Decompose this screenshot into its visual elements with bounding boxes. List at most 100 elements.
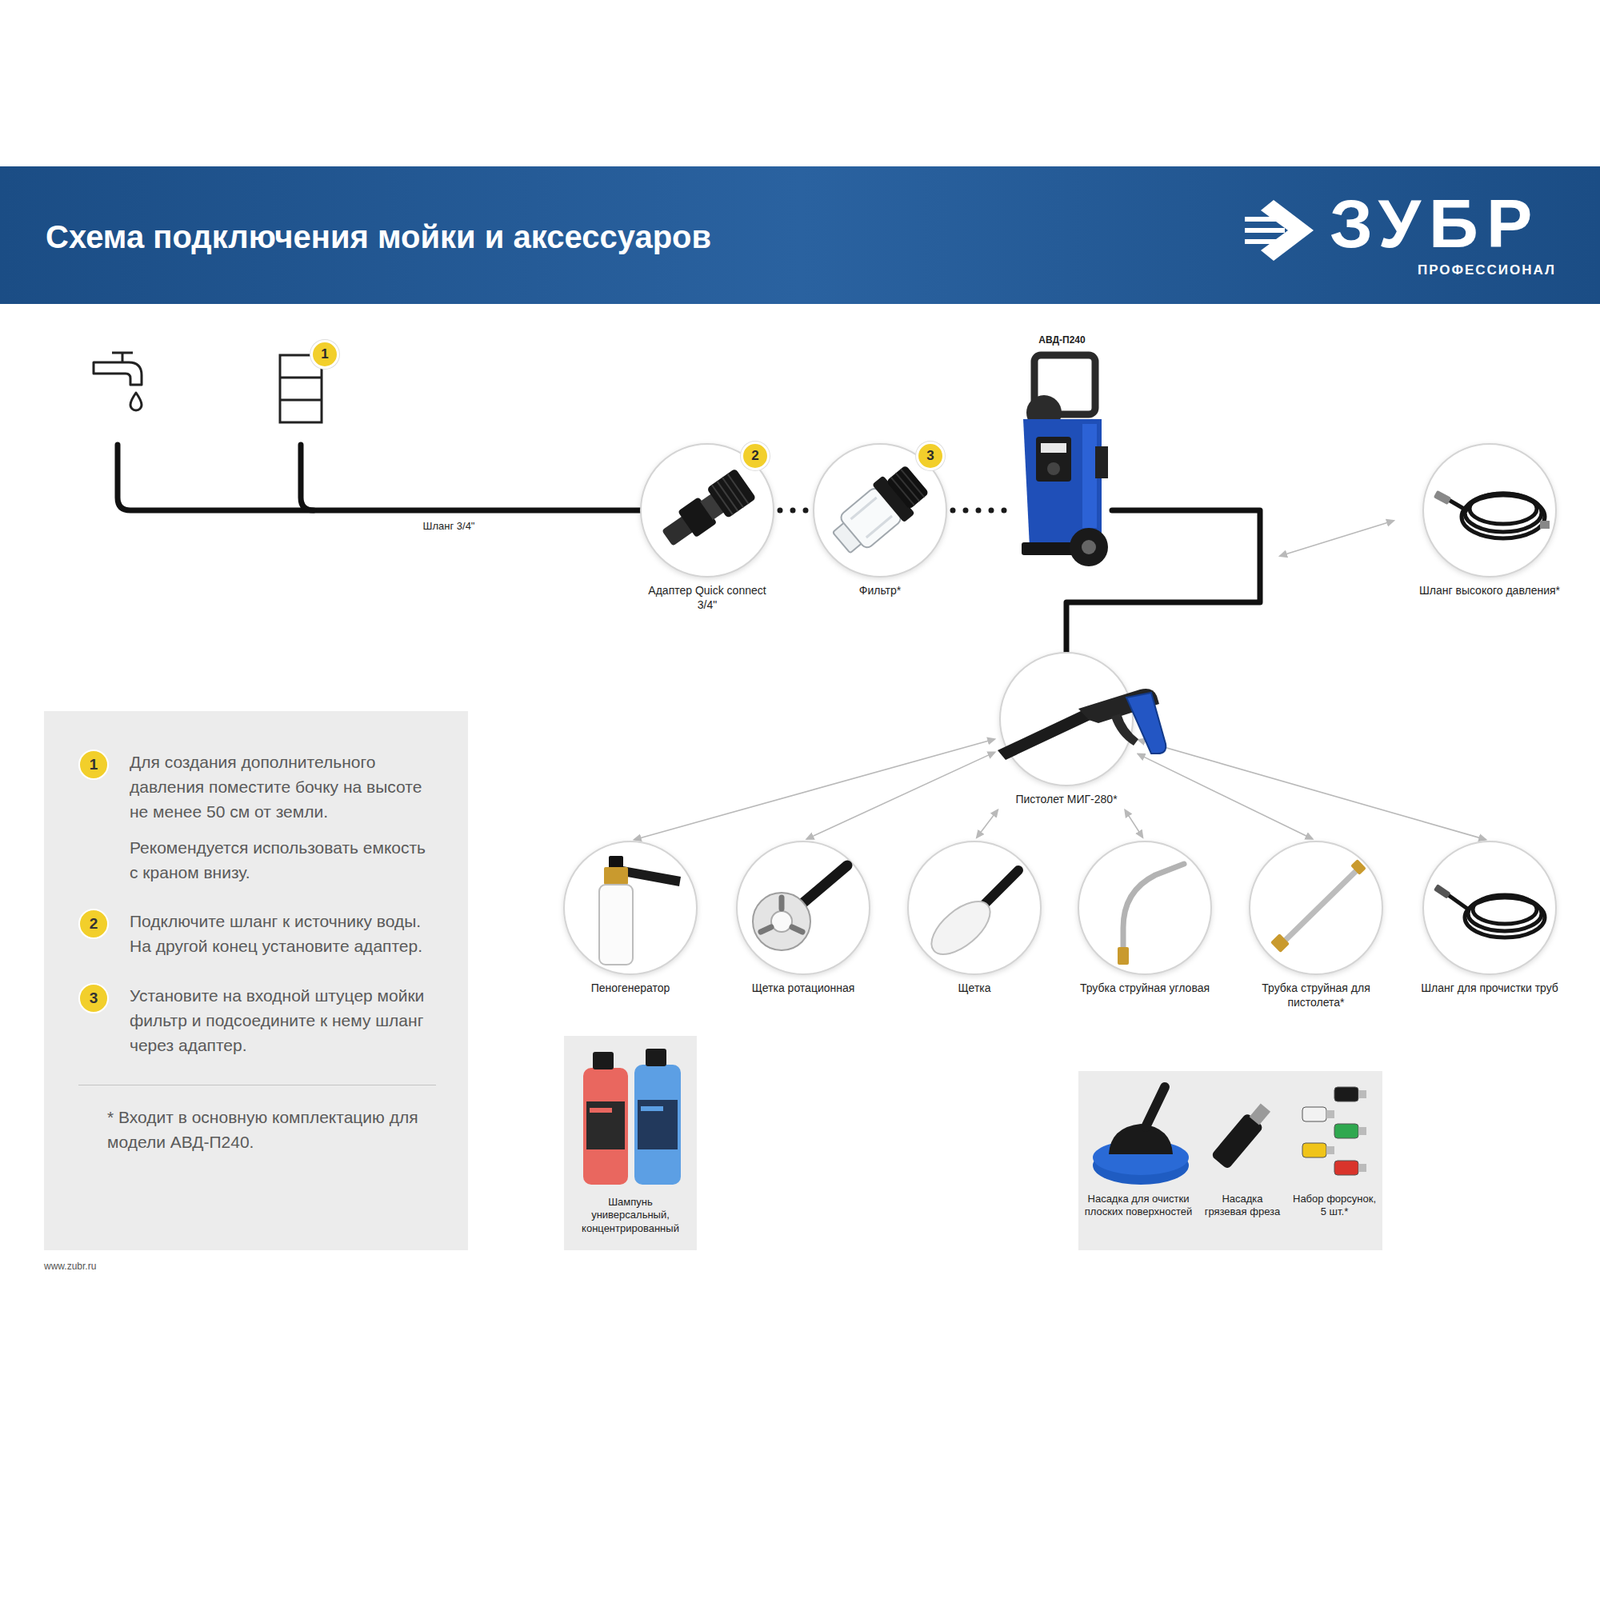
lance-illustration bbox=[1270, 933, 1290, 953]
shampoo-illustration bbox=[637, 1100, 678, 1150]
accessories-illustration bbox=[1210, 1100, 1274, 1171]
gun-circle: Пистолет МИГ-280* bbox=[998, 652, 1135, 808]
pressure-washer-illustration bbox=[1040, 443, 1067, 453]
shampoo-illustration bbox=[583, 1068, 628, 1185]
circle-outline bbox=[1078, 841, 1212, 975]
brush-illustration bbox=[922, 892, 1000, 964]
shampoo-illustration bbox=[640, 1106, 664, 1112]
accessories-illustration bbox=[1326, 1146, 1335, 1155]
pressure-washer-illustration bbox=[1036, 436, 1072, 482]
hose-illustration bbox=[1540, 520, 1550, 529]
adaptor-illustration bbox=[656, 468, 757, 554]
pressure-washer-illustration bbox=[1081, 540, 1096, 555]
circle-outline bbox=[1423, 841, 1556, 975]
accessory-arrow bbox=[1124, 810, 1143, 838]
website-url: www.zubr.ru bbox=[44, 1260, 96, 1272]
angled-lance-illustration bbox=[1078, 841, 1212, 975]
callout-number: 3 bbox=[916, 441, 945, 471]
hose-illustration bbox=[1461, 495, 1545, 539]
model-label: АВД-П240 bbox=[1012, 334, 1112, 348]
page-title: Схема подключения мойки и аксессуаров bbox=[45, 217, 712, 256]
accessories-illustration bbox=[1302, 1143, 1327, 1158]
pressure-washer-illustration bbox=[1082, 424, 1097, 528]
hose-illustration bbox=[1423, 444, 1556, 577]
faucet-icon bbox=[130, 392, 142, 411]
shampoo-illustration bbox=[592, 1052, 614, 1070]
circle-outline bbox=[1411, 840, 1568, 976]
node-label: Пистолет МИГ-280* bbox=[998, 792, 1135, 808]
filter-illustration bbox=[825, 460, 934, 562]
foam-generator-illustration bbox=[599, 884, 633, 965]
accessories-illustration bbox=[1326, 1110, 1335, 1119]
accessory-panel: Насадка для очистки плоских поверхностей… bbox=[1078, 1071, 1383, 1251]
callout-number: 1 bbox=[310, 340, 340, 369]
accessory-arrow bbox=[807, 752, 996, 840]
gun-illustration bbox=[1111, 713, 1139, 746]
callout-number: 2 bbox=[740, 441, 770, 471]
note-text: Для создания дополнительного давления по… bbox=[129, 749, 436, 824]
washer-figure: АВД-П240 bbox=[1012, 334, 1112, 571]
accessory-circle: Пеногенератор bbox=[552, 840, 709, 996]
accessories-illustration bbox=[1078, 1071, 1383, 1192]
node-label: Пеногенератор bbox=[552, 981, 709, 996]
pipe-hose-illustration bbox=[1423, 841, 1556, 975]
leader-arrow bbox=[1280, 520, 1394, 556]
callout-number: 3 bbox=[78, 983, 109, 1014]
accessories-illustration bbox=[1358, 1090, 1367, 1099]
logo-icon bbox=[1244, 239, 1280, 244]
gun-illustration bbox=[962, 670, 1171, 767]
brand-subtitle: ПРОФЕССИОНАЛ bbox=[1417, 262, 1556, 279]
angled-lance-illustration bbox=[1117, 947, 1129, 965]
header-band bbox=[0, 166, 1600, 304]
node-label: Щетка bbox=[896, 981, 1053, 996]
brand-logo: ЗУБР bbox=[1329, 188, 1540, 258]
node-label: Трубка струйная для пистолета* bbox=[1237, 981, 1395, 1010]
header-band bbox=[0, 166, 1600, 304]
circle-outline bbox=[1066, 840, 1224, 976]
pressure-washer-illustration bbox=[1047, 462, 1060, 476]
shampoo-panel: Шампунь универсальный, концентрированный bbox=[564, 1036, 697, 1251]
node-label: Фильтр* bbox=[812, 584, 948, 599]
pipe-hose-illustration bbox=[1433, 884, 1452, 900]
pressure-washer-illustration bbox=[1012, 350, 1112, 571]
accessories-illustration bbox=[1302, 1107, 1327, 1122]
water-hose bbox=[300, 444, 314, 511]
barrel-icon bbox=[280, 377, 322, 400]
accessories-illustration bbox=[1108, 1124, 1173, 1155]
circle-outline bbox=[736, 841, 870, 975]
gun-illustration bbox=[997, 710, 1091, 760]
node-label: Шампунь универсальный, концентрированный bbox=[564, 1196, 697, 1236]
accessories-illustration bbox=[1334, 1087, 1359, 1102]
accessory-circle: Щетка ротационная bbox=[724, 840, 882, 996]
dotted-connector bbox=[952, 508, 1008, 514]
rotary-brush-illustration bbox=[760, 897, 803, 932]
hose-illustration bbox=[1433, 490, 1452, 505]
rotary-brush-illustration bbox=[736, 841, 870, 975]
hose-illustration bbox=[1448, 500, 1468, 512]
adaptor-illustration bbox=[712, 473, 749, 515]
accessory-circle: Щетка bbox=[896, 840, 1053, 996]
water-hose bbox=[117, 444, 641, 511]
circle-outline bbox=[908, 841, 1041, 975]
rotary-brush-illustration bbox=[771, 911, 792, 932]
node-label: Шланг высокого давления* bbox=[1411, 584, 1568, 599]
pipe-hose-illustration bbox=[1447, 894, 1470, 911]
shampoo-illustration bbox=[634, 1064, 681, 1185]
pipe-hose-illustration bbox=[1447, 894, 1545, 938]
accessory-label: Насадка для очистки плоских поверхностей bbox=[1078, 1192, 1199, 1220]
accessory-circle: Трубка струйная угловая bbox=[1066, 840, 1224, 996]
accessories-illustration bbox=[1145, 1087, 1165, 1128]
logo-icon bbox=[1244, 228, 1285, 233]
accessory-label: Набор форсунок, 5 шт.* bbox=[1286, 1192, 1383, 1220]
circle-outline bbox=[564, 841, 697, 975]
shampoo-illustration bbox=[645, 1048, 667, 1067]
circle-outline bbox=[1423, 444, 1556, 577]
pressure-washer-illustration bbox=[1095, 446, 1108, 479]
foam-generator-illustration bbox=[608, 856, 624, 869]
filter-illustration bbox=[851, 497, 892, 538]
pipe-hose-illustration bbox=[1464, 897, 1545, 938]
dotted-connector bbox=[780, 508, 808, 514]
node-label: Адаптер Quick connect 3/4" bbox=[639, 584, 776, 612]
faucet-icon bbox=[93, 362, 142, 385]
shampoo-illustration bbox=[564, 1036, 697, 1192]
